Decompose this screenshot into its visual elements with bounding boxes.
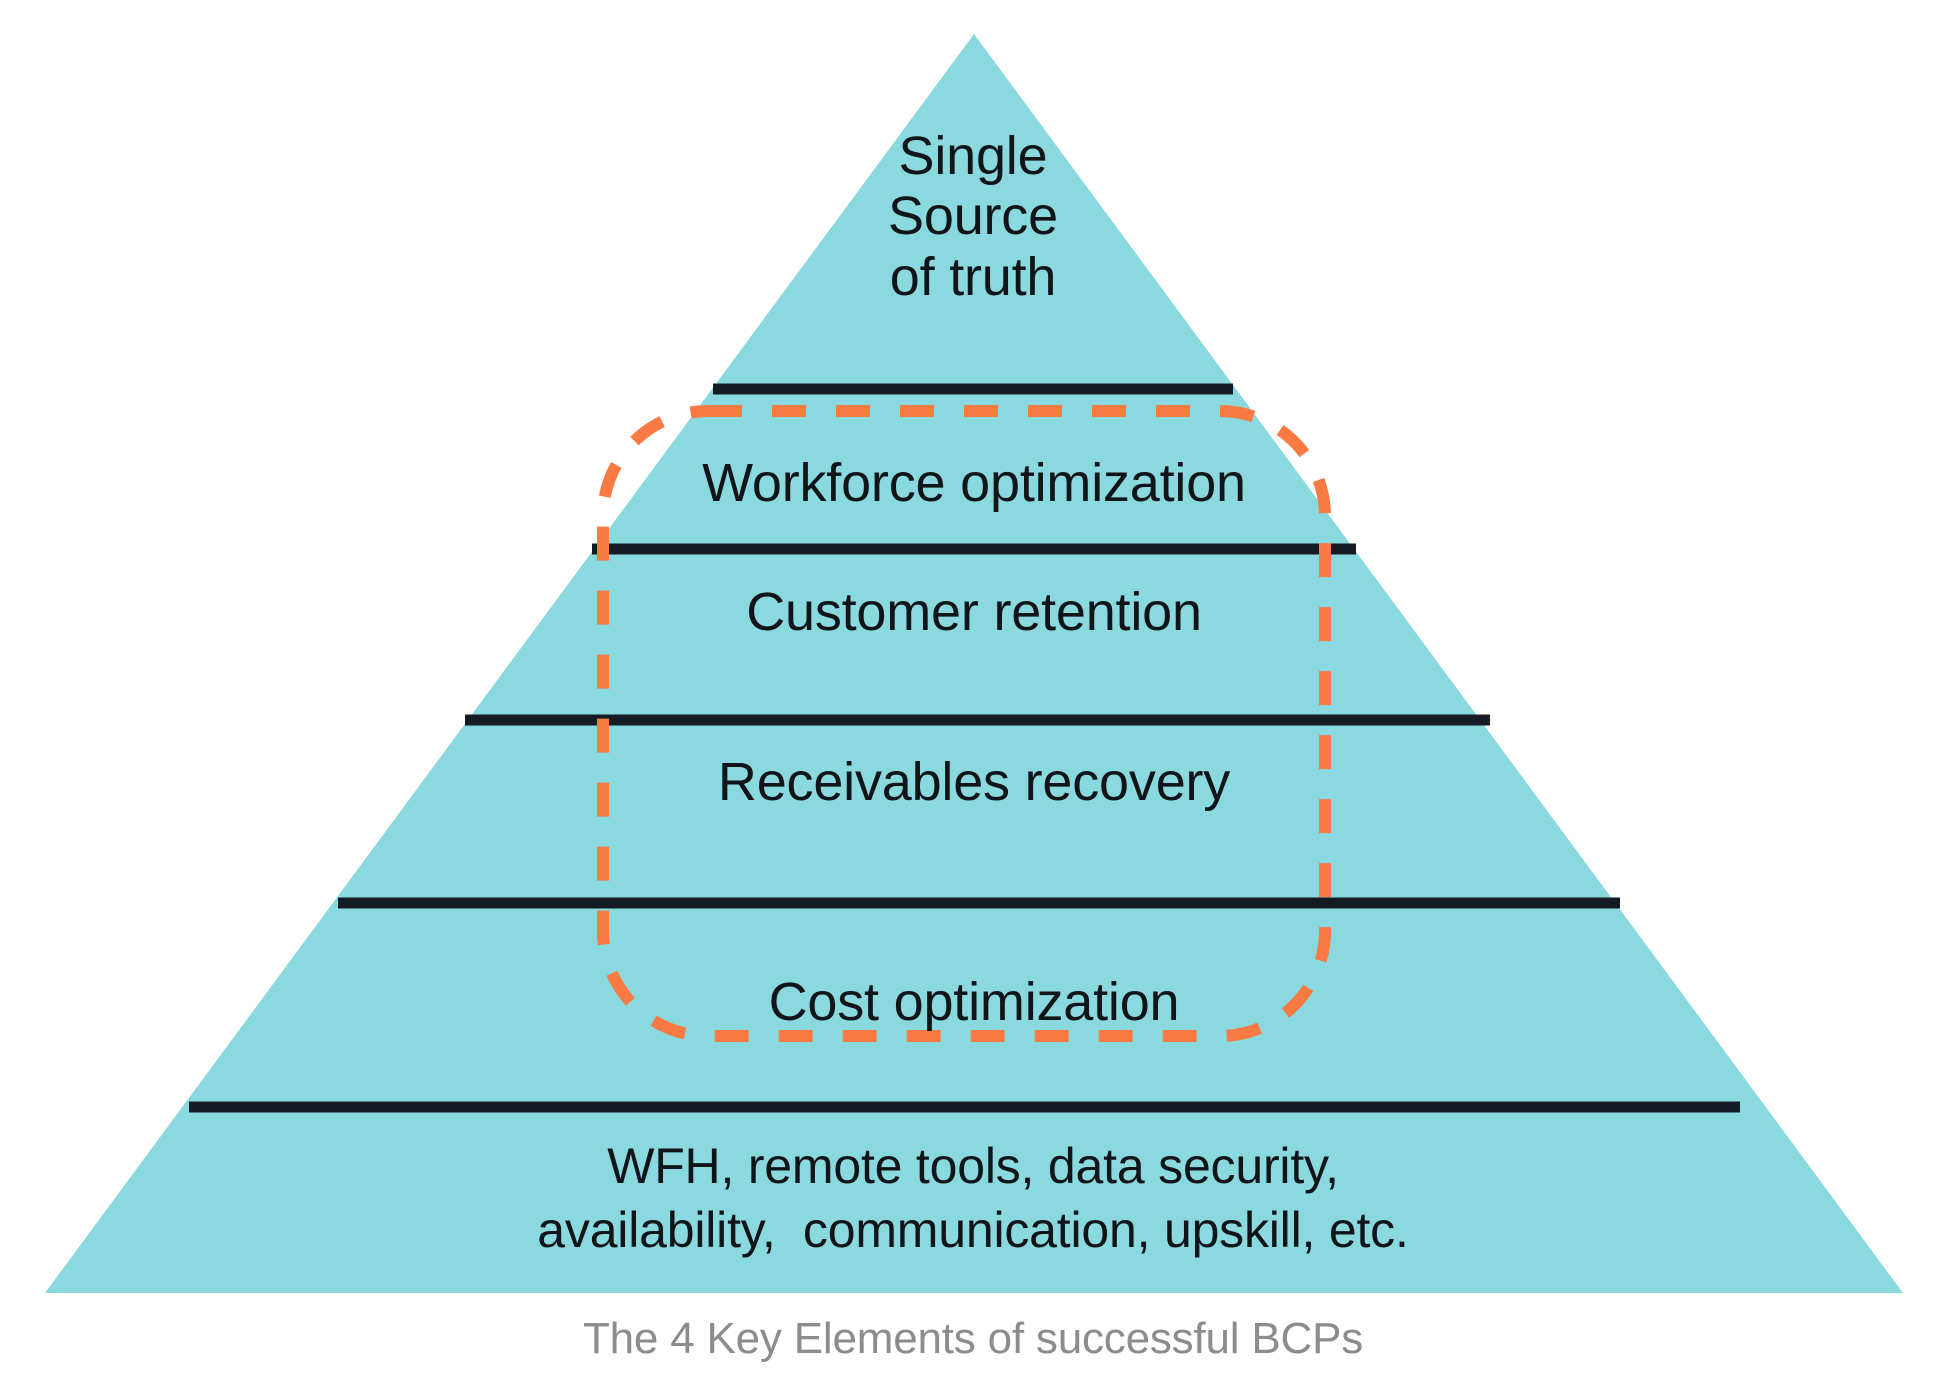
pyramid-body bbox=[45, 34, 1903, 1293]
key-elements-highlight bbox=[597, 405, 1331, 1042]
diagram-caption: The 4 Key Elements of successful BCPs bbox=[582, 1314, 1364, 1363]
